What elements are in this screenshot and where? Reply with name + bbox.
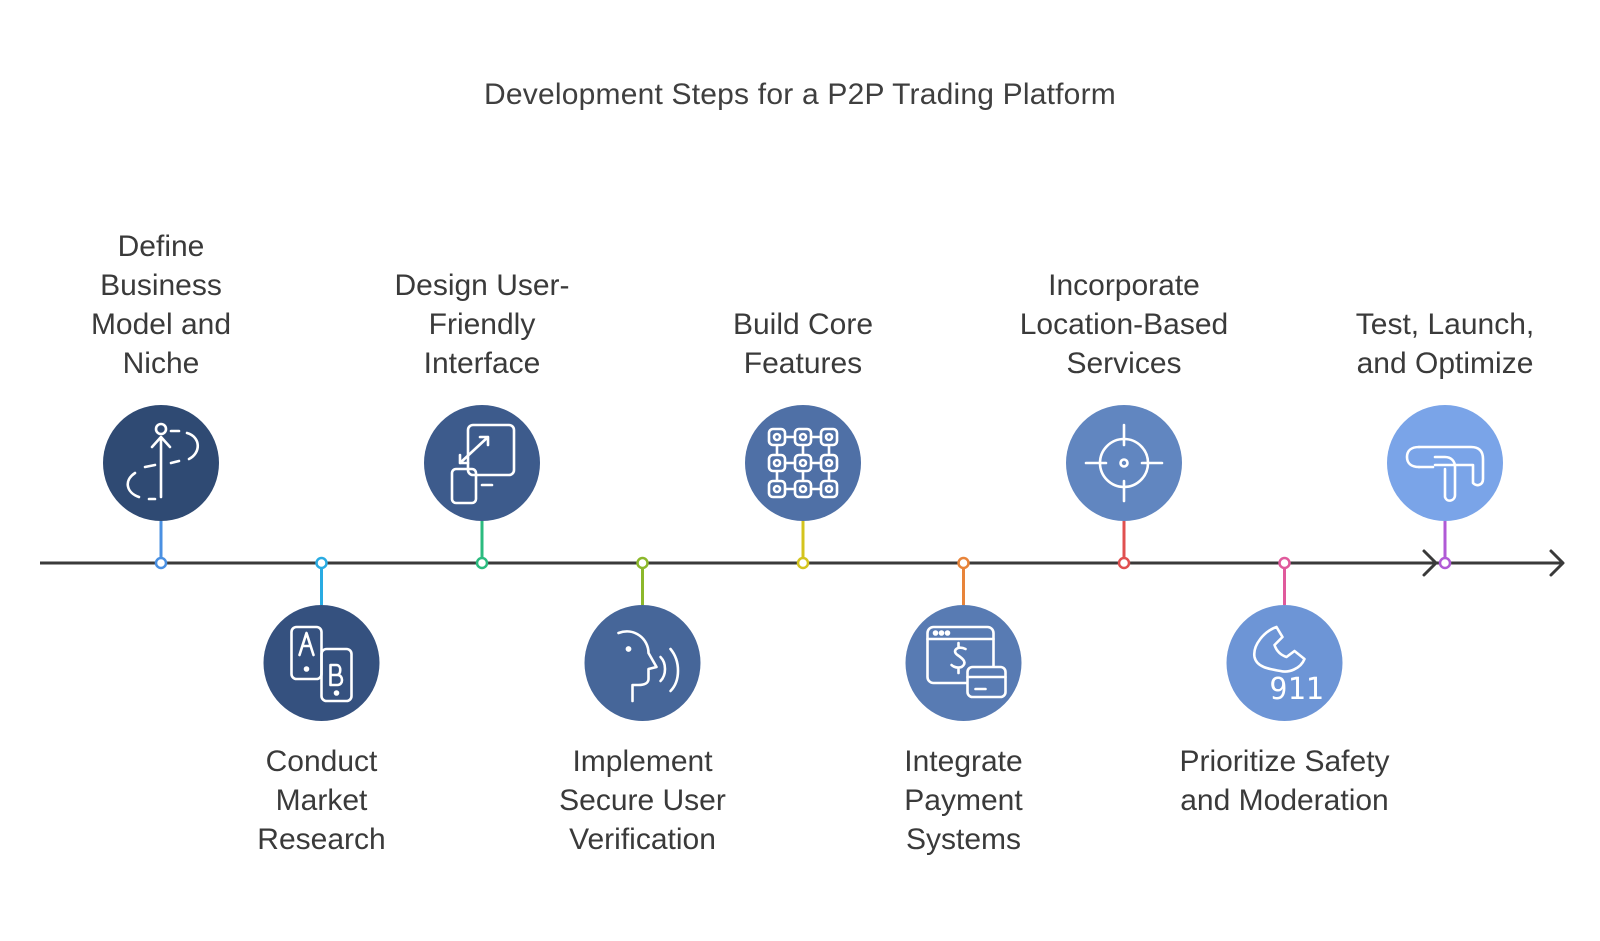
grid-network-icon: [767, 427, 839, 499]
step-label: Conduct Market Research: [257, 745, 386, 856]
axis-marker: [957, 556, 970, 570]
responsive-resize-icon: [450, 423, 516, 505]
step-label: Incorporate Location-Based Services: [1019, 269, 1229, 380]
goal-path-icon: [126, 422, 200, 501]
step-label: Define Business Model and Niche: [90, 230, 232, 380]
step-label: Test, Launch, and Optimize: [1355, 308, 1535, 380]
step-label: Build Core Features: [732, 308, 874, 380]
timeline-step: [584, 556, 701, 721]
axis-end-arrow: [1549, 549, 1565, 577]
crosshair-target-icon: [1084, 423, 1164, 503]
step-label: Design User- Friendly Interface: [394, 269, 570, 380]
ab-test-icon: [290, 625, 353, 703]
axis-marker: [475, 556, 489, 570]
axis-marker: [1278, 556, 1291, 570]
route-arrow-icon: [1405, 445, 1485, 502]
timeline-step: [103, 405, 219, 570]
step-label: Implement Secure User Verification: [559, 745, 726, 856]
diagram-title: Development Steps for a P2P Trading Plat…: [484, 78, 1116, 111]
axis-chevron: [1422, 549, 1438, 577]
step-circle: [424, 405, 540, 521]
svg-text:911: 911: [1269, 672, 1323, 707]
axis-marker: [1117, 556, 1131, 570]
timeline-step: [1387, 405, 1503, 570]
timeline-step: [745, 405, 861, 570]
emergency-phone-icon: 911: [1253, 625, 1324, 707]
step-label: Prioritize Safety and Moderation: [1179, 745, 1390, 817]
timeline-step: [905, 556, 1022, 721]
axis-marker: [796, 556, 810, 570]
voice-recognition-icon: [617, 630, 680, 703]
axis-marker: [1438, 556, 1452, 570]
timeline-step: [1066, 405, 1182, 570]
axis-marker: [154, 556, 168, 570]
timeline-step: 911: [1226, 556, 1343, 721]
step-circle: [584, 605, 701, 721]
axis-marker: [315, 556, 328, 570]
payment-window-icon: [926, 625, 1007, 699]
step-circle: [1066, 405, 1182, 521]
step-circle: [1387, 405, 1503, 521]
timeline-step: [424, 405, 540, 570]
step-label: Integrate Payment Systems: [904, 745, 1023, 856]
axis-marker: [636, 556, 649, 570]
step-circle: [1226, 605, 1343, 721]
timeline-step: [263, 556, 380, 721]
